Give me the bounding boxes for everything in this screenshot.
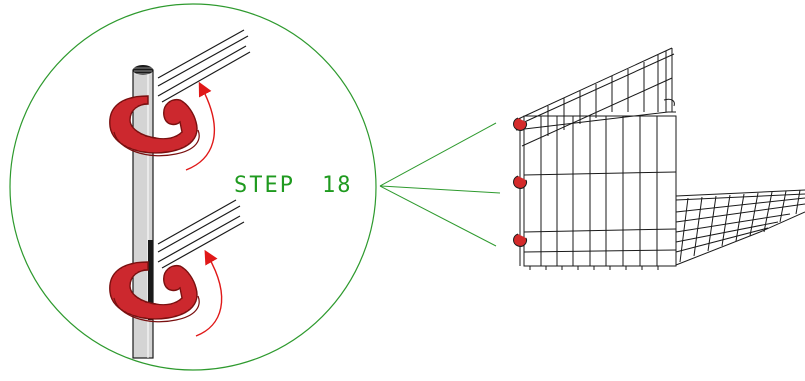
lower-clip-icon (109, 261, 200, 323)
upper-rotation-arrow-icon (185, 81, 216, 171)
rear-panel (515, 47, 676, 147)
lower-rotation-arrow-icon (195, 249, 223, 337)
lower-wire-rails (157, 199, 245, 269)
assembly-clips (513, 117, 527, 247)
rod-threaded-top-icon (133, 65, 153, 75)
detail-magnifier-circle (9, 3, 377, 371)
callout-line-middle (379, 185, 501, 194)
step-label: STEP 18 (234, 173, 353, 198)
callout-line-bottom (379, 185, 497, 247)
step-number: 18 (322, 173, 353, 198)
wire-basket-assembly (513, 47, 805, 270)
callout-line-top (379, 122, 497, 187)
upper-wire-rails (157, 29, 251, 103)
upper-clip-icon (109, 95, 200, 157)
front-panel (519, 115, 677, 270)
assembly-clip-top-icon (513, 117, 527, 131)
step-word: STEP (234, 173, 295, 198)
detail-magnifier-group: STEP 18 (9, 3, 501, 371)
bottom-shelf (675, 189, 805, 266)
assembly-clip-bottom-icon (513, 233, 527, 247)
assembly-clip-middle-icon (513, 175, 527, 189)
